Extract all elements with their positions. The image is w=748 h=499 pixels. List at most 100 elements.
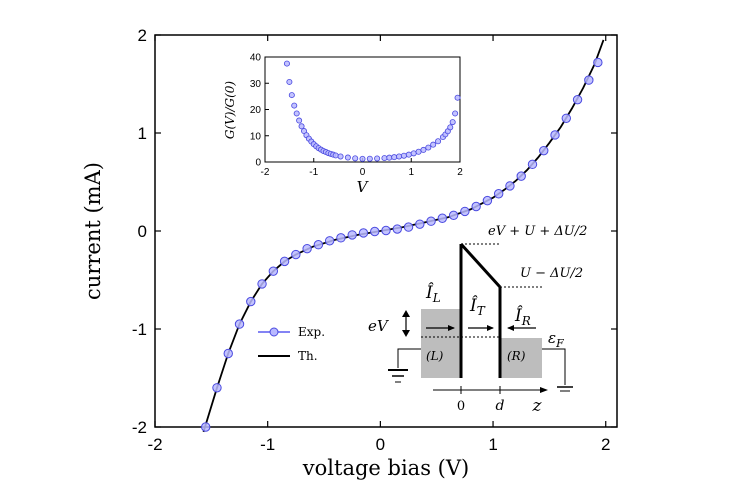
exp-point xyxy=(370,226,380,237)
i-left-label: ÎL xyxy=(425,282,441,305)
z-axis-arrowhead xyxy=(540,387,548,393)
inset-point xyxy=(449,119,456,126)
exp-point xyxy=(324,236,335,246)
i-mid-label: ÎT xyxy=(469,295,486,318)
exp-point xyxy=(279,256,290,267)
top-energy-label: eV + U + ΔU/2 xyxy=(488,224,587,239)
inset-point xyxy=(344,154,351,161)
i-right-label: ÎR xyxy=(514,305,531,328)
main-y-tick-label: 0 xyxy=(138,222,147,241)
exp-point xyxy=(482,195,493,206)
inset-point xyxy=(337,153,344,160)
inset-point xyxy=(374,155,381,162)
right-energy-label: U − ΔU/2 xyxy=(520,266,583,281)
fermi-label: εF xyxy=(548,329,564,350)
i-right-arrowhead xyxy=(507,325,514,331)
inset-point xyxy=(283,60,290,67)
inset-x-tick-label: -1 xyxy=(309,167,318,178)
exp-point xyxy=(426,216,436,226)
exp-point xyxy=(539,145,549,156)
inset-point xyxy=(381,155,388,162)
legend-exp-marker xyxy=(269,327,279,337)
inset-point xyxy=(410,150,417,157)
main-x-tick-label: 2 xyxy=(601,435,610,454)
exp-point xyxy=(516,171,526,181)
barrier-top xyxy=(459,242,502,289)
ev-arrowhead-up xyxy=(402,310,410,317)
legend-exp-label: Exp. xyxy=(298,325,325,339)
exp-point xyxy=(223,348,233,359)
exp-point xyxy=(381,225,391,236)
main-y-tick-label: 1 xyxy=(138,124,147,143)
inset-x-tick-label: -2 xyxy=(261,167,270,178)
exp-point xyxy=(347,230,357,240)
exp-point xyxy=(505,181,515,191)
left-ground-wire xyxy=(397,348,421,368)
inset-point xyxy=(396,153,403,160)
inset-point xyxy=(288,92,295,99)
inset-point xyxy=(352,155,359,162)
main-y-tick-label: -1 xyxy=(132,320,147,339)
z-axis-label: z xyxy=(532,396,543,416)
main-y-tick-label: -2 xyxy=(132,418,147,437)
exp-point xyxy=(527,159,538,170)
right-ground-wire xyxy=(542,348,566,385)
inset-point xyxy=(291,102,298,109)
exp-point xyxy=(336,233,346,243)
z-d-label: d xyxy=(496,398,505,414)
inset-y-tick-label: 30 xyxy=(250,79,262,90)
barrier-schematic: eV + U + ΔU/2 U − ΔU/2 ÎL ÎT ÎR eV εF (L… xyxy=(368,224,587,416)
inset-y-tick-label: 40 xyxy=(250,53,262,64)
inset-point xyxy=(454,94,461,101)
exp-point xyxy=(415,219,425,229)
inset-x-tick-label: 0 xyxy=(360,167,366,178)
inset-point xyxy=(415,148,422,155)
right-electrode xyxy=(500,338,542,378)
inset-x-axis-label: V xyxy=(357,178,370,196)
inset-point xyxy=(425,144,432,151)
exp-point xyxy=(257,279,267,289)
exp-point xyxy=(246,296,256,307)
main-y-tick-label: 2 xyxy=(138,26,147,45)
main-x-tick-label: 0 xyxy=(376,435,385,454)
main-x-tick-label: -2 xyxy=(147,435,162,454)
inset-point xyxy=(298,123,305,130)
inset-point xyxy=(435,138,442,145)
main-x-tick-label: 1 xyxy=(488,435,497,454)
exp-point xyxy=(460,206,470,217)
exp-point xyxy=(493,189,504,199)
exp-point xyxy=(584,75,594,85)
inset-point xyxy=(405,151,412,158)
main-axis-ticks: -2 -1 0 1 2 -2 -1 0 1 2 xyxy=(132,26,617,454)
i-left-arrowhead xyxy=(448,325,455,331)
exp-point xyxy=(313,240,324,250)
inset-x-tick-label: 2 xyxy=(457,167,463,178)
inset-point xyxy=(420,146,427,153)
inset-x-tick-label: 1 xyxy=(408,167,414,178)
exp-point xyxy=(302,243,312,254)
legend: Exp. Th. xyxy=(258,325,325,363)
ev-arrowhead-down xyxy=(402,330,410,337)
exp-point xyxy=(572,94,583,105)
exp-point xyxy=(291,249,301,260)
main-x-axis-label: voltage bias (V) xyxy=(302,456,469,480)
i-mid-arrowhead xyxy=(487,325,494,331)
inset-y-axis-label: G(V)/G(0) xyxy=(223,81,237,140)
inset-point xyxy=(293,110,300,117)
inset-conductance-points xyxy=(283,60,461,162)
exp-point xyxy=(448,210,459,221)
exp-point xyxy=(201,422,211,432)
exp-point xyxy=(550,130,560,140)
left-region-label: (L) xyxy=(426,349,444,363)
exp-point xyxy=(593,57,603,68)
legend-th-label: Th. xyxy=(298,349,318,363)
exp-point xyxy=(561,113,571,124)
inset-y-tick-label: 0 xyxy=(255,158,261,169)
right-region-label: (R) xyxy=(507,349,526,363)
inset-point xyxy=(296,117,303,124)
inset-point xyxy=(366,155,373,162)
exp-point xyxy=(403,222,414,232)
inset-y-tick-label: 20 xyxy=(250,105,262,116)
